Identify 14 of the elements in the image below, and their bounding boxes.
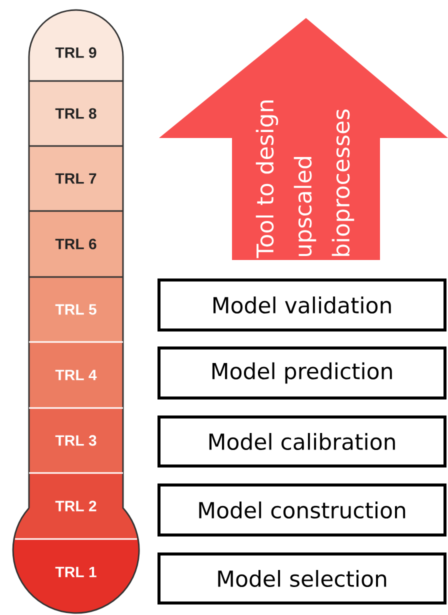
thermometer-segment: TRL 5 bbox=[29, 277, 123, 342]
thermometer-segment: TRL 8 bbox=[29, 81, 123, 146]
thermometer-segment: TRL 1 bbox=[13, 539, 139, 613]
step-box: Model validation bbox=[158, 278, 446, 332]
thermometer-segment: TRL 7 bbox=[29, 146, 123, 211]
thermometer-segment: TRL 4 bbox=[29, 342, 123, 408]
step-box: Model prediction bbox=[158, 346, 446, 400]
step-box: Model selection bbox=[158, 552, 446, 604]
step-box: Model construction bbox=[158, 484, 446, 536]
thermometer-segment: TRL 9 bbox=[29, 10, 123, 81]
step-box: Model calibration bbox=[158, 416, 446, 468]
thermometer-segment: TRL 2 bbox=[14, 473, 138, 539]
thermometer-segment: TRL 6 bbox=[29, 211, 123, 277]
thermometer-segment: TRL 3 bbox=[29, 408, 123, 473]
